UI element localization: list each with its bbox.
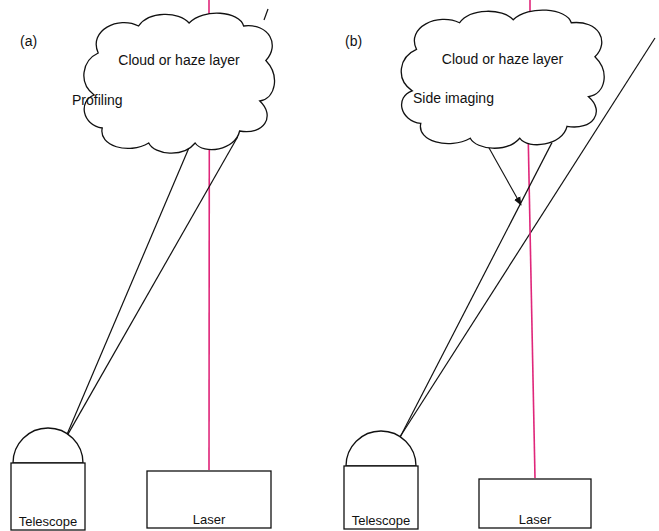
cloud-shape: Cloud or haze layer	[395, 5, 610, 153]
box-label: Laser	[519, 512, 552, 527]
view-line	[65, 137, 238, 440]
panel-label: (a)	[20, 33, 37, 49]
view-line	[264, 9, 268, 20]
laser-beam	[208, 148, 210, 471]
telescope-housing	[11, 463, 85, 530]
callout-label: Profiling	[72, 92, 123, 108]
box-label: Telescope	[352, 513, 411, 528]
cloud-shape: Cloud or haze layer	[78, 8, 280, 158]
view-line	[398, 143, 551, 441]
cloud-outline	[401, 10, 604, 148]
laser-housing	[479, 479, 591, 528]
laser-box: Laser	[478, 478, 592, 529]
cloud-label: Cloud or haze layer	[442, 51, 563, 67]
panel-label: (b)	[345, 33, 362, 49]
telescope-dome	[346, 431, 416, 466]
cloud-outline	[84, 13, 275, 153]
laser-box: Laser	[146, 470, 272, 529]
callout-label: Side imaging	[413, 90, 494, 106]
box-label: Laser	[193, 512, 226, 527]
telescope-box: Telescope	[343, 428, 419, 530]
view-line	[65, 148, 189, 440]
telescope-dome	[13, 428, 83, 463]
laser-beam	[528, 143, 535, 478]
telescope-box: Telescope	[10, 425, 86, 531]
outline	[395, 5, 610, 153]
laser-housing	[147, 471, 271, 528]
telescope-housing	[344, 466, 418, 529]
outline	[78, 8, 280, 158]
box-label: Telescope	[19, 514, 78, 529]
cloud-label: Cloud or haze layer	[118, 52, 239, 68]
